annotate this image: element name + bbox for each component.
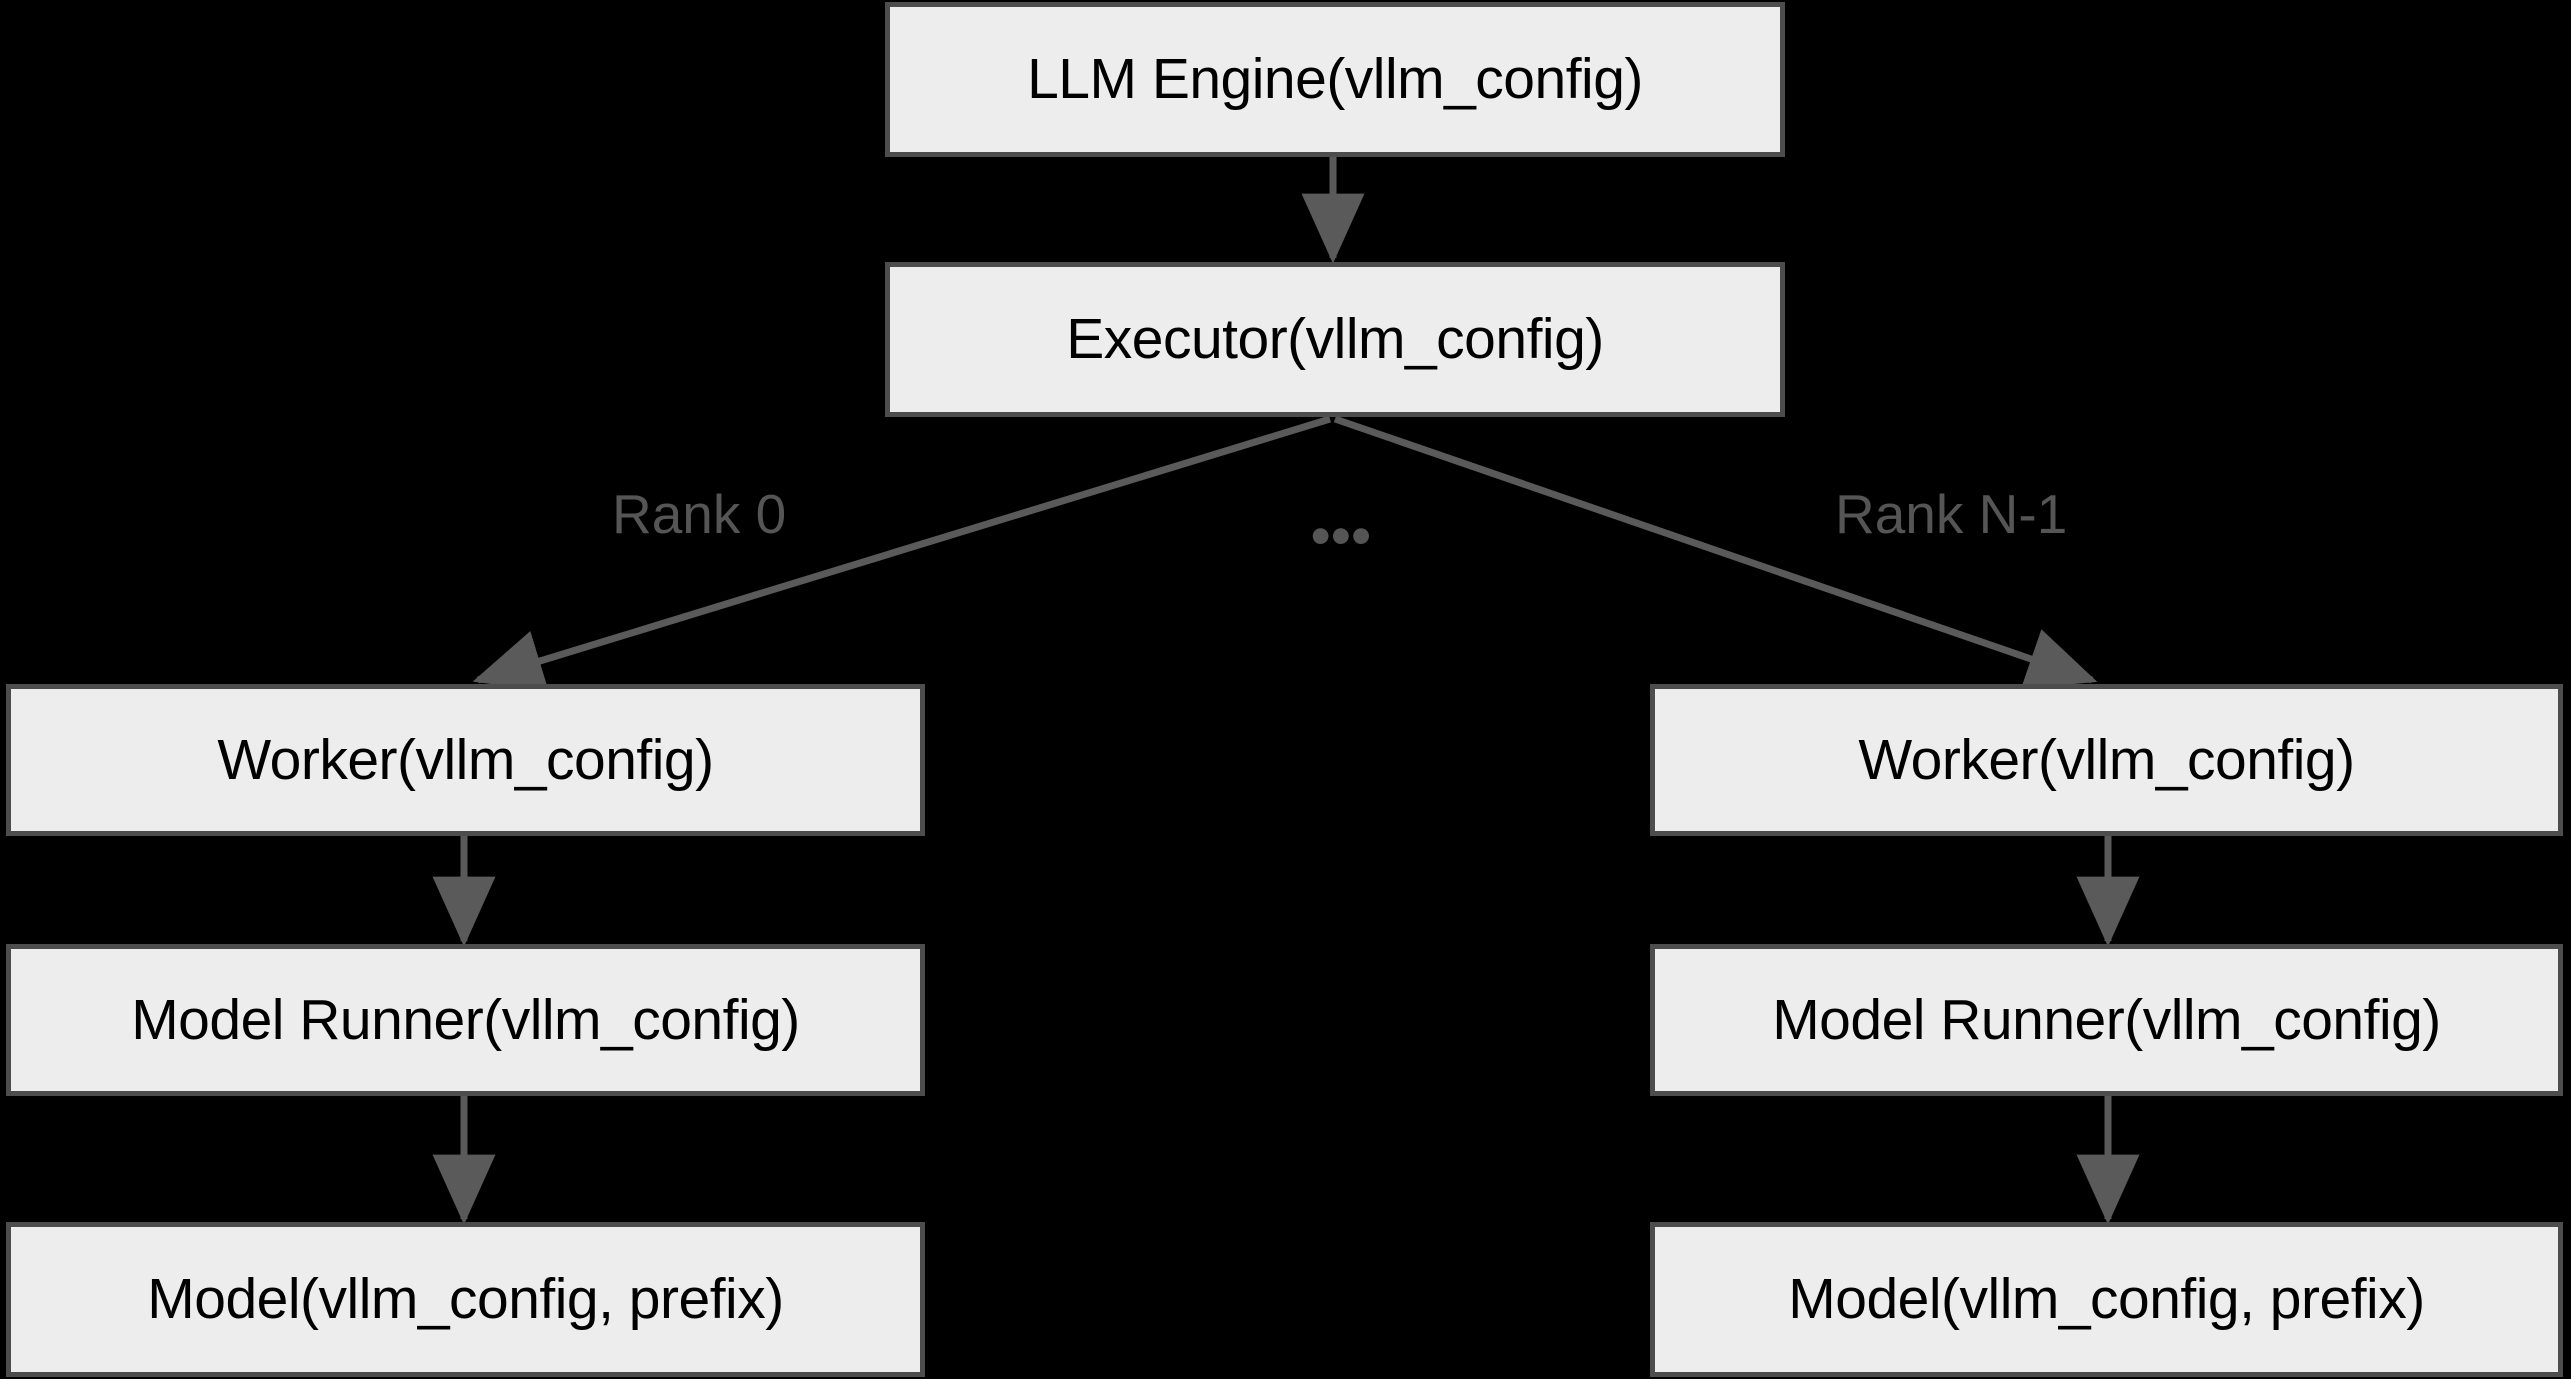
node-llm-engine-label: LLM Engine(vllm_config)	[1027, 47, 1643, 111]
edge-label-rank-0: Rank 0	[612, 483, 787, 545]
node-model-rank-n[interactable]: Model(vllm_config, prefix)	[1650, 1222, 2563, 1377]
node-worker-rank-n-label: Worker(vllm_config)	[1858, 727, 2355, 792]
edge-label-rank-n: Rank N-1	[1835, 483, 2068, 545]
node-model-runner-rank-0-label: Model Runner(vllm_config)	[131, 987, 800, 1052]
node-worker-rank-n[interactable]: Worker(vllm_config)	[1650, 684, 2563, 836]
node-worker-rank-0[interactable]: Worker(vllm_config)	[6, 684, 925, 836]
node-executor-label: Executor(vllm_config)	[1066, 307, 1604, 371]
node-llm-engine[interactable]: LLM Engine(vllm_config)	[885, 2, 1785, 157]
edge-executor-to-worker-n	[1333, 415, 2098, 689]
node-executor[interactable]: Executor(vllm_config)	[885, 262, 1785, 417]
node-model-rank-0[interactable]: Model(vllm_config, prefix)	[6, 1222, 925, 1377]
edge-label-ellipsis: •••	[1311, 504, 1372, 566]
node-model-rank-0-label: Model(vllm_config, prefix)	[147, 1267, 784, 1331]
node-model-rank-n-label: Model(vllm_config, prefix)	[1788, 1267, 2425, 1331]
edge-executor-to-worker-0	[472, 415, 1332, 692]
node-worker-rank-0-label: Worker(vllm_config)	[217, 727, 714, 792]
node-model-runner-rank-n-label: Model Runner(vllm_config)	[1772, 987, 2441, 1052]
node-model-runner-rank-n[interactable]: Model Runner(vllm_config)	[1650, 944, 2563, 1096]
node-model-runner-rank-0[interactable]: Model Runner(vllm_config)	[6, 944, 925, 1096]
